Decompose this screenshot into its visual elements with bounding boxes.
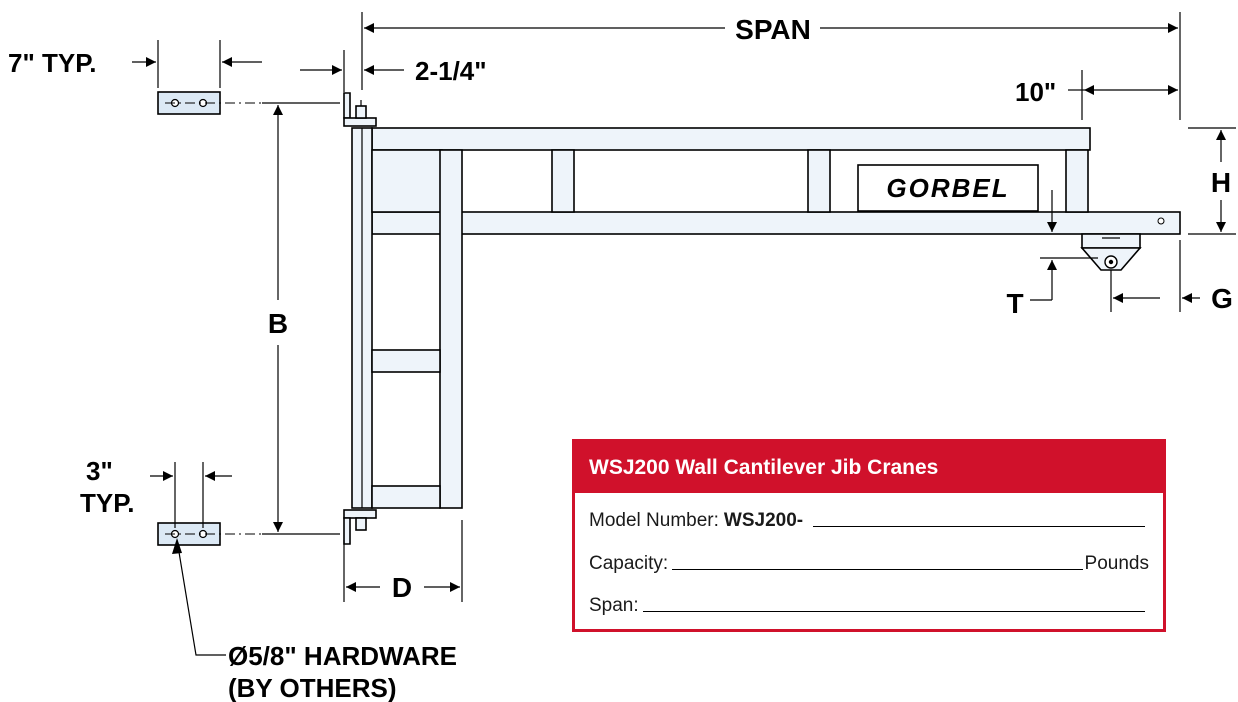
capacity-row: Capacity: Pounds <box>589 545 1149 575</box>
d-label: D <box>392 572 412 603</box>
offset-dimension: 2-1/4" <box>300 50 487 92</box>
top-mount <box>343 92 377 127</box>
two-quarter-label: 2-1/4" <box>415 56 487 86</box>
mast-cross-1 <box>371 349 441 373</box>
model-number-prefix: WSJ200- <box>723 510 804 531</box>
plate-width-dimension: 7" TYP. <box>8 40 262 88</box>
ten-inch-label: 10" <box>1015 77 1056 107</box>
hardware-callout: Ø5/8" HARDWARE (BY OTHERS) <box>172 538 457 702</box>
d-dimension: D <box>343 520 463 603</box>
hardware-line-1: Ø5/8" HARDWARE <box>228 641 457 671</box>
t-dimension: T <box>1006 190 1098 319</box>
span-row: Span: <box>589 587 1147 617</box>
hardware-line-2: (BY OTHERS) <box>228 673 397 702</box>
typ-label: TYP. <box>80 488 134 518</box>
mast-cross-2 <box>371 485 441 509</box>
capacity-label: Capacity: <box>589 553 669 574</box>
boom-strut-3 <box>1065 149 1089 213</box>
h-label: H <box>1211 167 1231 198</box>
boom-beam <box>371 211 1181 235</box>
h-dimension: H <box>1188 127 1236 235</box>
bottom-wall-plate <box>157 522 340 546</box>
b-dimension: B <box>262 102 340 535</box>
capacity-unit: Pounds <box>1084 553 1149 574</box>
t-label: T <box>1006 288 1023 319</box>
spec-box: WSJ200 Wall Cantilever Jib Cranes Model … <box>572 439 1166 632</box>
crane-structure: GORBEL <box>343 92 1181 545</box>
seven-typ-label: 7" TYP. <box>8 48 96 78</box>
mast-brace <box>439 149 463 509</box>
boom-strut-1 <box>551 149 575 213</box>
capacity-blank[interactable] <box>672 568 1083 570</box>
boom-strut-2 <box>807 149 831 213</box>
logo-plate <box>857 164 1039 212</box>
span-blank[interactable] <box>642 610 1145 612</box>
model-number-row: Model Number: WSJ200- <box>589 502 1147 532</box>
g-dimension: G <box>1110 240 1233 314</box>
hole-spacing-dimension: 3" TYP. <box>80 456 232 528</box>
b-label: B <box>268 308 288 339</box>
g-label: G <box>1211 283 1233 314</box>
upper-beam <box>371 127 1091 151</box>
span-field-label: Span: <box>589 595 639 616</box>
span-dimension: SPAN <box>361 12 1181 120</box>
bottom-mount <box>343 509 377 545</box>
logo-gorbel: GORBEL <box>886 173 1009 203</box>
model-number-blank[interactable] <box>813 525 1145 527</box>
spec-title: WSJ200 Wall Cantilever Jib Cranes <box>575 442 1163 493</box>
model-number-label: Model Number: <box>589 510 719 531</box>
hoist-bracket <box>1080 233 1142 271</box>
span-label: SPAN <box>735 14 811 45</box>
three-inch-label: 3" <box>86 456 113 486</box>
mast-rib-upper <box>371 149 443 213</box>
ten-inch-dimension: 10" <box>1015 70 1178 120</box>
